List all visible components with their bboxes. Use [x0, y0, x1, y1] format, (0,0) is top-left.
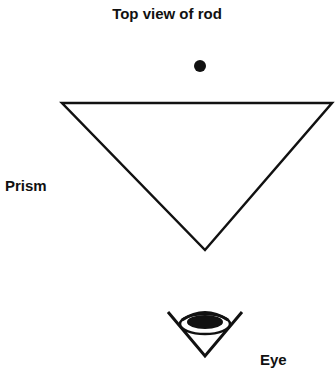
- prism-triangle: [62, 103, 332, 250]
- label-text: Eye: [260, 352, 287, 369]
- rod-cross-section: [194, 60, 206, 72]
- eye-symbol: [168, 312, 242, 356]
- label-text: Top view of rod: [112, 6, 222, 23]
- label-text: Prism: [5, 178, 47, 195]
